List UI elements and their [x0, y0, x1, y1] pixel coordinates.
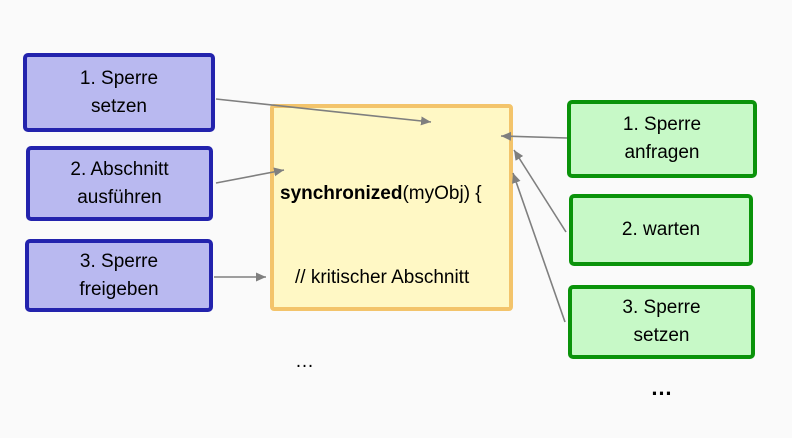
box-label-line2: setzen — [633, 325, 690, 346]
box-label-line1: 2. Abschnitt — [70, 158, 169, 180]
right-box-step-1-sperre-anfragen: 1. Sperre anfragen — [567, 100, 757, 178]
trailing-ellipsis: … — [650, 375, 673, 400]
code-box: synchronized(myObj) { // kritischer Absc… — [270, 104, 513, 372]
box-label-line1: 2. warten — [621, 219, 701, 240]
left-box-step-3-sperre-freigeben: 3. Sperre freigeben — [25, 239, 213, 312]
box-label-line1: 3. Sperre — [79, 250, 159, 272]
arrow-right2-to-open-brace — [513, 149, 567, 233]
box-label-line1: 1. Sperre — [622, 114, 702, 135]
arrow-right3-to-open-brace — [512, 172, 566, 323]
left-box-step-1-sperre-setzen: 1. Sperre setzen — [23, 53, 215, 132]
box-label-line1: 3. Sperre — [622, 297, 701, 318]
left-box-step-2-abschnitt-ausfuehren: 2. Abschnitt ausführen — [26, 146, 213, 221]
right-box-step-2-warten: 2. warten — [569, 194, 753, 266]
code-line-ellipsis: … — [295, 351, 314, 372]
code-keyword: synchronized — [280, 183, 403, 204]
box-label-line2: anfragen — [624, 142, 700, 163]
code-after-keyword: (myObj) { — [402, 183, 482, 204]
box-label-line2: freigeben — [79, 278, 159, 300]
right-box-step-3-sperre-setzen: 3. Sperre setzen — [568, 285, 755, 359]
code-line-empty-1 — [280, 432, 509, 438]
code-block: synchronized(myObj) { // kritischer Absc… — [274, 108, 509, 438]
box-label-line2: setzen — [91, 95, 147, 117]
code-line-synchronized: synchronized(myObj) { — [280, 180, 509, 208]
code-line-comment: // kritischer Abschnitt — [295, 267, 470, 288]
box-label-line2: ausführen — [77, 186, 162, 208]
box-label-line1: 1. Sperre — [79, 67, 159, 89]
